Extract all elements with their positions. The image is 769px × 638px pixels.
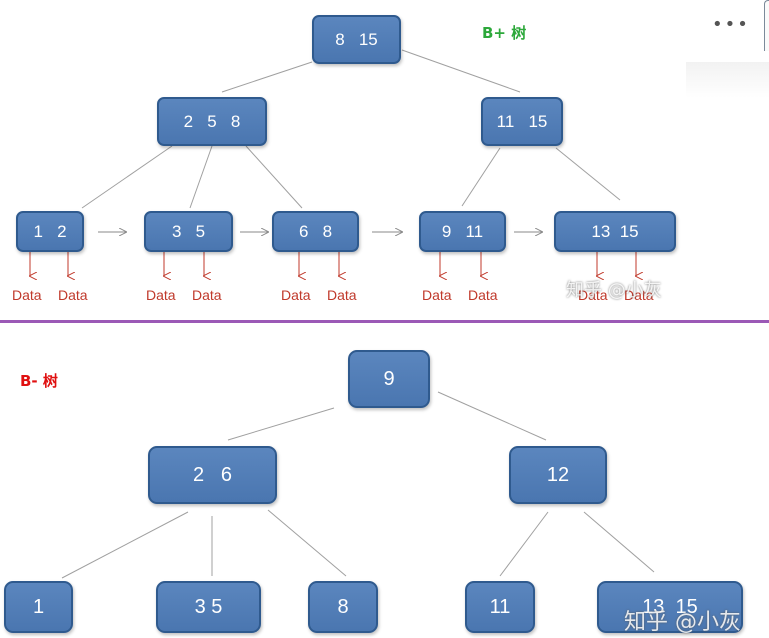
bplus-edge-3	[245, 145, 303, 209]
data-label: Data	[58, 287, 88, 303]
data-label: Data	[468, 287, 498, 303]
bminus-edge-1	[61, 511, 189, 579]
bplus-leaf-node: 9 11	[419, 211, 506, 252]
data-label: Data	[624, 287, 654, 303]
bminus-leaf-node: 3 5	[156, 581, 261, 633]
bminus-edge-5	[583, 511, 655, 573]
data-label: Data	[422, 287, 452, 303]
section-divider	[0, 320, 769, 323]
data-label: Data	[146, 287, 176, 303]
data-label: Data	[12, 287, 42, 303]
bplus-title: B+ 树	[482, 24, 527, 42]
bplus-edge-1	[81, 145, 173, 209]
bminus-edge-root-right	[437, 391, 547, 441]
bminus-leaf-node: 8	[308, 581, 378, 633]
bminus-edge-root-left	[227, 407, 335, 441]
bplus-edge-4	[461, 147, 501, 207]
bminus-root-node: 9	[348, 350, 430, 408]
bplus-edge-5	[555, 147, 621, 201]
bplus-leaf-node: 6 8	[272, 211, 359, 252]
bplus-root-node: 8 15	[312, 15, 401, 64]
data-label: Data	[578, 287, 608, 303]
bplus-edge-root-left	[221, 61, 313, 93]
bplus-edge-root-right	[401, 49, 521, 93]
bplus-leaf-node: 1 2	[16, 211, 84, 252]
bplus-data-arrows	[30, 252, 636, 276]
bminus-edge-4	[499, 511, 549, 577]
bminus-internal-left-node: 2 6	[148, 446, 277, 504]
data-label: Data	[327, 287, 357, 303]
bplus-internal-left-node: 2 5 8	[157, 97, 267, 146]
sidebar-edge	[764, 0, 769, 51]
bplus-leaf-node: 3 5	[144, 211, 233, 252]
bplus-edges	[81, 49, 621, 209]
data-label: Data	[281, 287, 311, 303]
bplus-edge-2	[189, 145, 213, 209]
more-dots-icon[interactable]: •••	[712, 14, 750, 35]
bminus-edge-3	[267, 509, 347, 577]
bplus-internal-right-node: 11 15	[481, 97, 563, 146]
bminus-watermark: 知乎 @小灰	[624, 610, 741, 635]
bminus-leaf-node: 1	[4, 581, 73, 633]
bminus-title: B- 树	[20, 372, 58, 390]
bplus-leaf-node: 13 15	[554, 211, 676, 252]
bminus-edges	[61, 391, 655, 579]
bminus-internal-right-node: 12	[509, 446, 607, 504]
shade-panel	[686, 62, 769, 98]
data-label: Data	[192, 287, 222, 303]
bminus-leaf-node: 13 15	[597, 581, 743, 633]
bplus-watermark: 知乎 @小灰	[566, 280, 662, 301]
bminus-leaf-node: 11	[465, 581, 535, 633]
